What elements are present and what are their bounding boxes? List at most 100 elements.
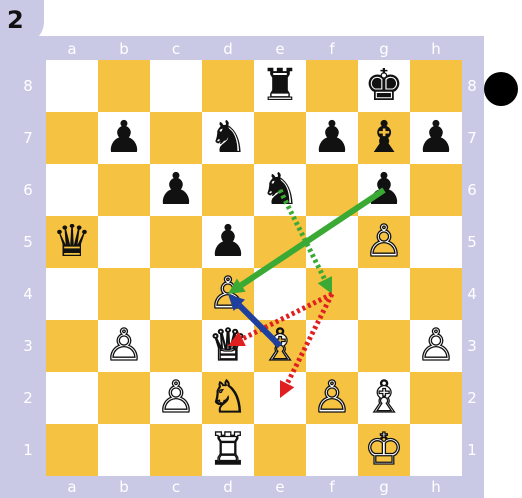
square-h1[interactable] — [410, 424, 462, 476]
file-label-g-bottom: g — [358, 478, 410, 496]
square-h8[interactable] — [410, 60, 462, 112]
file-label-b-bottom: b — [98, 478, 150, 496]
square-c3[interactable] — [150, 320, 202, 372]
square-d8[interactable] — [202, 60, 254, 112]
square-b8[interactable] — [98, 60, 150, 112]
rank-label-2-left: 2 — [18, 389, 38, 407]
square-h4[interactable] — [410, 268, 462, 320]
square-c7[interactable] — [150, 112, 202, 164]
black-rook-e8[interactable]: ♜ — [254, 60, 306, 112]
square-a4[interactable] — [46, 268, 98, 320]
square-b5[interactable] — [98, 216, 150, 268]
white-pawn-d4[interactable]: ♙ — [202, 268, 254, 320]
rank-label-4-left: 4 — [18, 285, 38, 303]
file-label-g-top: g — [358, 40, 410, 58]
square-a2[interactable] — [46, 372, 98, 424]
black-pawn-h7[interactable]: ♟ — [410, 112, 462, 164]
square-g4[interactable] — [358, 268, 410, 320]
rank-label-8-left: 8 — [18, 77, 38, 95]
rank-label-5-left: 5 — [18, 233, 38, 251]
rank-label-8-right: 8 — [462, 77, 482, 95]
white-pawn-h3[interactable]: ♙ — [410, 320, 462, 372]
black-pawn-d5[interactable]: ♟ — [202, 216, 254, 268]
rank-label-3-left: 3 — [18, 337, 38, 355]
diagram-number: 2 — [7, 6, 24, 34]
file-label-e-top: e — [254, 40, 306, 58]
square-f4[interactable] — [306, 268, 358, 320]
square-a6[interactable] — [46, 164, 98, 216]
rank-label-1-right: 1 — [462, 441, 482, 459]
square-h5[interactable] — [410, 216, 462, 268]
square-c1[interactable] — [150, 424, 202, 476]
rank-label-7-right: 7 — [462, 129, 482, 147]
chessboard[interactable]: ♜♚♟♞♟♝♟♟♞♟♛♟♙♙♙♕♗♙♙♘♙♗♖♔ — [46, 60, 462, 476]
rank-label-3-right: 3 — [462, 337, 482, 355]
file-label-c-top: c — [150, 40, 202, 58]
file-label-h-top: h — [410, 40, 462, 58]
square-f5[interactable] — [306, 216, 358, 268]
square-e1[interactable] — [254, 424, 306, 476]
file-label-d-top: d — [202, 40, 254, 58]
square-b4[interactable] — [98, 268, 150, 320]
square-a1[interactable] — [46, 424, 98, 476]
square-f1[interactable] — [306, 424, 358, 476]
square-h6[interactable] — [410, 164, 462, 216]
square-f8[interactable] — [306, 60, 358, 112]
file-label-e-bottom: e — [254, 478, 306, 496]
black-knight-e6[interactable]: ♞ — [254, 164, 306, 216]
white-pawn-g5[interactable]: ♙ — [358, 216, 410, 268]
black-king-g8[interactable]: ♚ — [358, 60, 410, 112]
file-label-a-bottom: a — [46, 478, 98, 496]
square-a7[interactable] — [46, 112, 98, 164]
square-c8[interactable] — [150, 60, 202, 112]
white-queen-d3[interactable]: ♕ — [202, 320, 254, 372]
black-bishop-g7[interactable]: ♝ — [358, 112, 410, 164]
white-pawn-b3[interactable]: ♙ — [98, 320, 150, 372]
white-king-g1[interactable]: ♔ — [358, 424, 410, 476]
square-f3[interactable] — [306, 320, 358, 372]
rank-label-6-left: 6 — [18, 181, 38, 199]
black-pawn-f7[interactable]: ♟ — [306, 112, 358, 164]
file-label-f-bottom: f — [306, 478, 358, 496]
file-label-d-bottom: d — [202, 478, 254, 496]
white-pawn-c2[interactable]: ♙ — [150, 372, 202, 424]
square-a3[interactable] — [46, 320, 98, 372]
square-b6[interactable] — [98, 164, 150, 216]
white-pawn-f2[interactable]: ♙ — [306, 372, 358, 424]
square-e7[interactable] — [254, 112, 306, 164]
square-c5[interactable] — [150, 216, 202, 268]
square-f6[interactable] — [306, 164, 358, 216]
rank-label-6-right: 6 — [462, 181, 482, 199]
square-e2[interactable] — [254, 372, 306, 424]
black-pawn-c6[interactable]: ♟ — [150, 164, 202, 216]
file-label-f-top: f — [306, 40, 358, 58]
square-c4[interactable] — [150, 268, 202, 320]
square-e5[interactable] — [254, 216, 306, 268]
rank-label-2-right: 2 — [462, 389, 482, 407]
square-b2[interactable] — [98, 372, 150, 424]
black-queen-a5[interactable]: ♛ — [46, 216, 98, 268]
diagram-number-badge: 2 — [0, 0, 44, 44]
file-label-h-bottom: h — [410, 478, 462, 496]
square-d6[interactable] — [202, 164, 254, 216]
black-pawn-b7[interactable]: ♟ — [98, 112, 150, 164]
rank-label-4-right: 4 — [462, 285, 482, 303]
black-pawn-g6[interactable]: ♟ — [358, 164, 410, 216]
black-to-move-indicator — [484, 72, 518, 106]
rank-label-7-left: 7 — [18, 129, 38, 147]
white-bishop-e3[interactable]: ♗ — [254, 320, 306, 372]
white-bishop-g2[interactable]: ♗ — [358, 372, 410, 424]
white-knight-d2[interactable]: ♘ — [202, 372, 254, 424]
white-rook-d1[interactable]: ♖ — [202, 424, 254, 476]
file-label-a-top: a — [46, 40, 98, 58]
square-h2[interactable] — [410, 372, 462, 424]
square-e4[interactable] — [254, 268, 306, 320]
square-b1[interactable] — [98, 424, 150, 476]
file-label-b-top: b — [98, 40, 150, 58]
rank-label-1-left: 1 — [18, 441, 38, 459]
rank-label-5-right: 5 — [462, 233, 482, 251]
black-knight-d7[interactable]: ♞ — [202, 112, 254, 164]
square-a8[interactable] — [46, 60, 98, 112]
square-g3[interactable] — [358, 320, 410, 372]
